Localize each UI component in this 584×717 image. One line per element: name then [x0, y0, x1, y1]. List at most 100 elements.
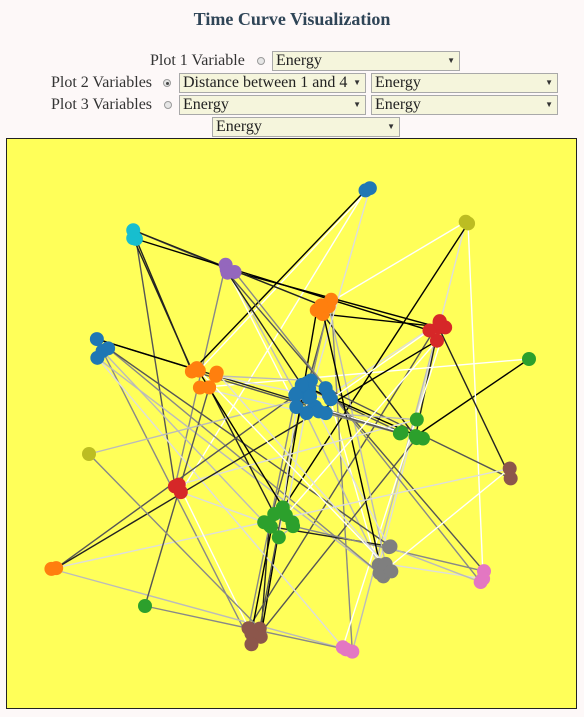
time-curve-point	[362, 181, 377, 196]
plot2-variable-select-2[interactable]: Energy ▼	[371, 73, 558, 93]
time-curve-link	[226, 272, 303, 386]
time-curve-svg	[44, 181, 536, 659]
time-curve-point	[503, 471, 518, 486]
time-curve-link	[178, 484, 253, 634]
time-curve-point	[318, 406, 333, 421]
plot3-variable-select-2-value: Energy	[375, 96, 421, 113]
plot2-label: Plot 2 Variables	[51, 74, 153, 91]
dropdown-arrow-icon: ▼	[545, 78, 553, 87]
time-curve-link	[215, 375, 311, 382]
time-curve-link	[196, 367, 392, 572]
time-curve-link	[295, 393, 380, 566]
time-curve-link	[328, 321, 440, 397]
time-curve-link	[330, 299, 354, 652]
time-curve-link	[314, 406, 390, 548]
plot3-variable-select-1[interactable]: Energy ▼	[179, 95, 366, 115]
plot1-label: Plot 1 Variable	[150, 52, 245, 69]
time-curve-link	[180, 491, 265, 523]
time-curve-link	[107, 347, 391, 548]
time-curve-link	[132, 237, 193, 372]
time-curve-link	[388, 546, 481, 583]
time-curve-point	[244, 637, 259, 652]
time-curve-point	[278, 508, 293, 523]
time-curve-point	[382, 540, 397, 555]
time-curve-point	[422, 323, 437, 338]
time-curve-point	[257, 515, 272, 530]
time-curve-plot[interactable]	[6, 138, 577, 709]
plot2-variable-select-2-value: Energy	[375, 74, 421, 91]
time-curve-link	[216, 372, 392, 572]
time-curve-link	[191, 189, 367, 372]
time-curve-point	[314, 298, 329, 313]
time-curve-link	[198, 187, 371, 372]
time-curve-link	[285, 340, 438, 516]
plot1-variable-select-value: Energy	[276, 52, 322, 69]
time-curve-link	[88, 453, 261, 630]
time-curve-point	[458, 214, 473, 229]
time-curve-point	[294, 377, 309, 392]
time-curve-point	[202, 380, 217, 395]
time-curve-point	[286, 519, 301, 534]
time-curve-link	[96, 357, 344, 648]
plot3-variable-select-1-value: Energy	[183, 96, 229, 113]
plot1-variable-select[interactable]: Energy ▼	[272, 51, 460, 71]
time-curve-link	[342, 327, 446, 648]
time-curve-point	[432, 315, 447, 330]
time-curve-link	[88, 396, 309, 455]
time-curve-point	[189, 361, 204, 376]
time-curve-link	[259, 507, 284, 629]
plot2-radio[interactable]	[163, 79, 171, 87]
plot3-variable-select-2[interactable]: Energy ▼	[371, 95, 558, 115]
time-curve-link	[378, 221, 467, 566]
time-curve-link	[102, 350, 265, 523]
time-curve-link	[322, 313, 446, 329]
plot2-variable-select-1[interactable]: Distance between 1 and 4 ▼	[179, 73, 366, 93]
time-curve-point	[138, 599, 152, 613]
time-curve-point	[522, 352, 536, 366]
time-curve-point	[89, 332, 104, 347]
time-curve-link	[316, 221, 467, 311]
time-curve-link	[96, 338, 200, 372]
plot3-variable-select-3-value: Energy	[216, 118, 262, 135]
dropdown-arrow-icon: ▼	[447, 56, 455, 65]
time-curve-link	[309, 188, 371, 397]
time-curve-point	[384, 564, 399, 579]
plot1-radio[interactable]	[257, 57, 265, 65]
time-curve-point	[303, 389, 318, 404]
time-curve-link	[467, 223, 484, 579]
time-curve-point	[429, 333, 444, 348]
time-curve-link	[247, 320, 441, 629]
time-curve-link	[351, 322, 441, 652]
time-curve-link	[133, 237, 430, 332]
time-curve-link	[51, 568, 347, 651]
time-curve-point	[289, 400, 304, 415]
time-curve-link	[250, 437, 418, 645]
plot2-variable-select-1-value: Distance between 1 and 4	[183, 74, 348, 91]
time-curve-point	[101, 341, 116, 356]
time-curve-points	[44, 181, 536, 659]
plot3-radio[interactable]	[164, 101, 172, 109]
dropdown-arrow-icon: ▼	[353, 100, 361, 109]
time-curve-point	[299, 405, 314, 420]
time-curve-point	[323, 392, 338, 407]
time-curve-links	[51, 187, 530, 652]
time-curve-link	[318, 340, 438, 412]
time-curve-point	[288, 388, 303, 403]
time-curve-link	[330, 329, 430, 400]
time-curve-point	[476, 571, 491, 586]
time-curve-link	[135, 238, 176, 487]
time-curve-point	[44, 561, 59, 576]
plot3-label: Plot 3 Variables	[51, 96, 153, 113]
time-curve-link	[196, 367, 293, 523]
time-curve-point	[220, 265, 235, 280]
page-title: Time Curve Visualization	[193, 9, 391, 29]
time-curve-link	[260, 310, 318, 637]
dropdown-arrow-icon: ▼	[545, 100, 553, 109]
time-curve-point	[415, 431, 430, 446]
time-curve-point	[409, 412, 424, 427]
time-curve-link	[381, 467, 511, 574]
dropdown-arrow-icon: ▼	[387, 122, 395, 131]
time-curve-point	[335, 640, 350, 655]
plot3-variable-select-3[interactable]: Energy ▼	[212, 117, 400, 137]
time-curve-link	[208, 387, 275, 515]
